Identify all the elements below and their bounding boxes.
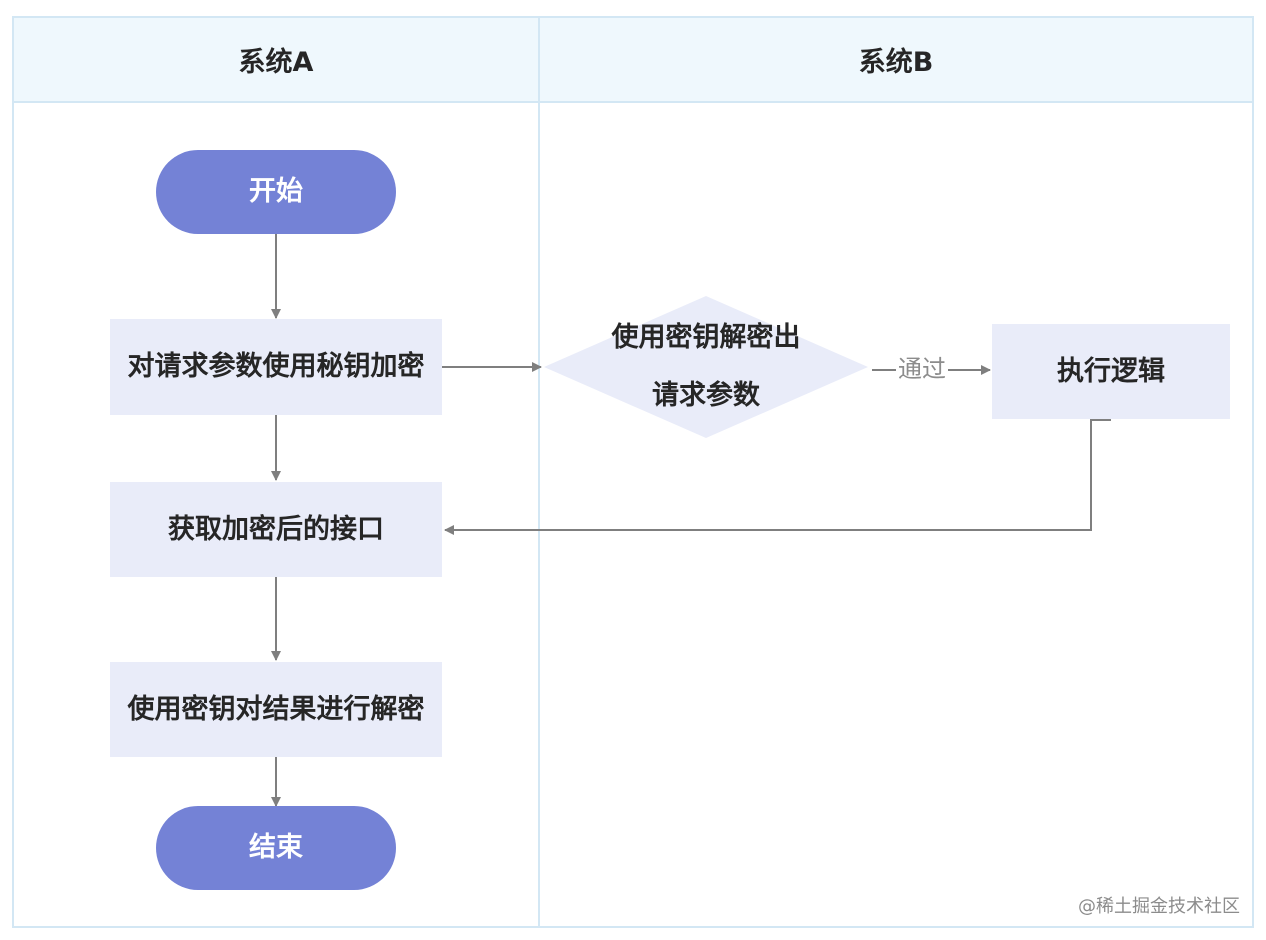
lane-header-system-b: 系统B — [538, 16, 1254, 103]
decision-diamond — [544, 296, 868, 438]
decrypt-result-node: 使用密钥对结果进行解密 — [110, 662, 442, 757]
lane-divider — [538, 16, 540, 928]
execute-logic-node: 执行逻辑 — [992, 324, 1230, 419]
get-encrypted-api-node: 获取加密后的接口 — [110, 482, 442, 577]
decrypt-params-decision-label: 使用密钥解密出请求参数 — [611, 322, 801, 411]
start-node: 开始 — [156, 150, 396, 234]
edge-execute-to-get-api — [444, 419, 1111, 535]
encrypt-params-node: 对请求参数使用秘钥加密 — [110, 319, 442, 415]
watermark: @稀土掘金技术社区 — [1078, 896, 1240, 917]
lane-header-system-a: 系统A — [12, 16, 540, 103]
edge-label-pass: 通过 — [896, 354, 948, 384]
end-node: 结束 — [156, 806, 396, 890]
